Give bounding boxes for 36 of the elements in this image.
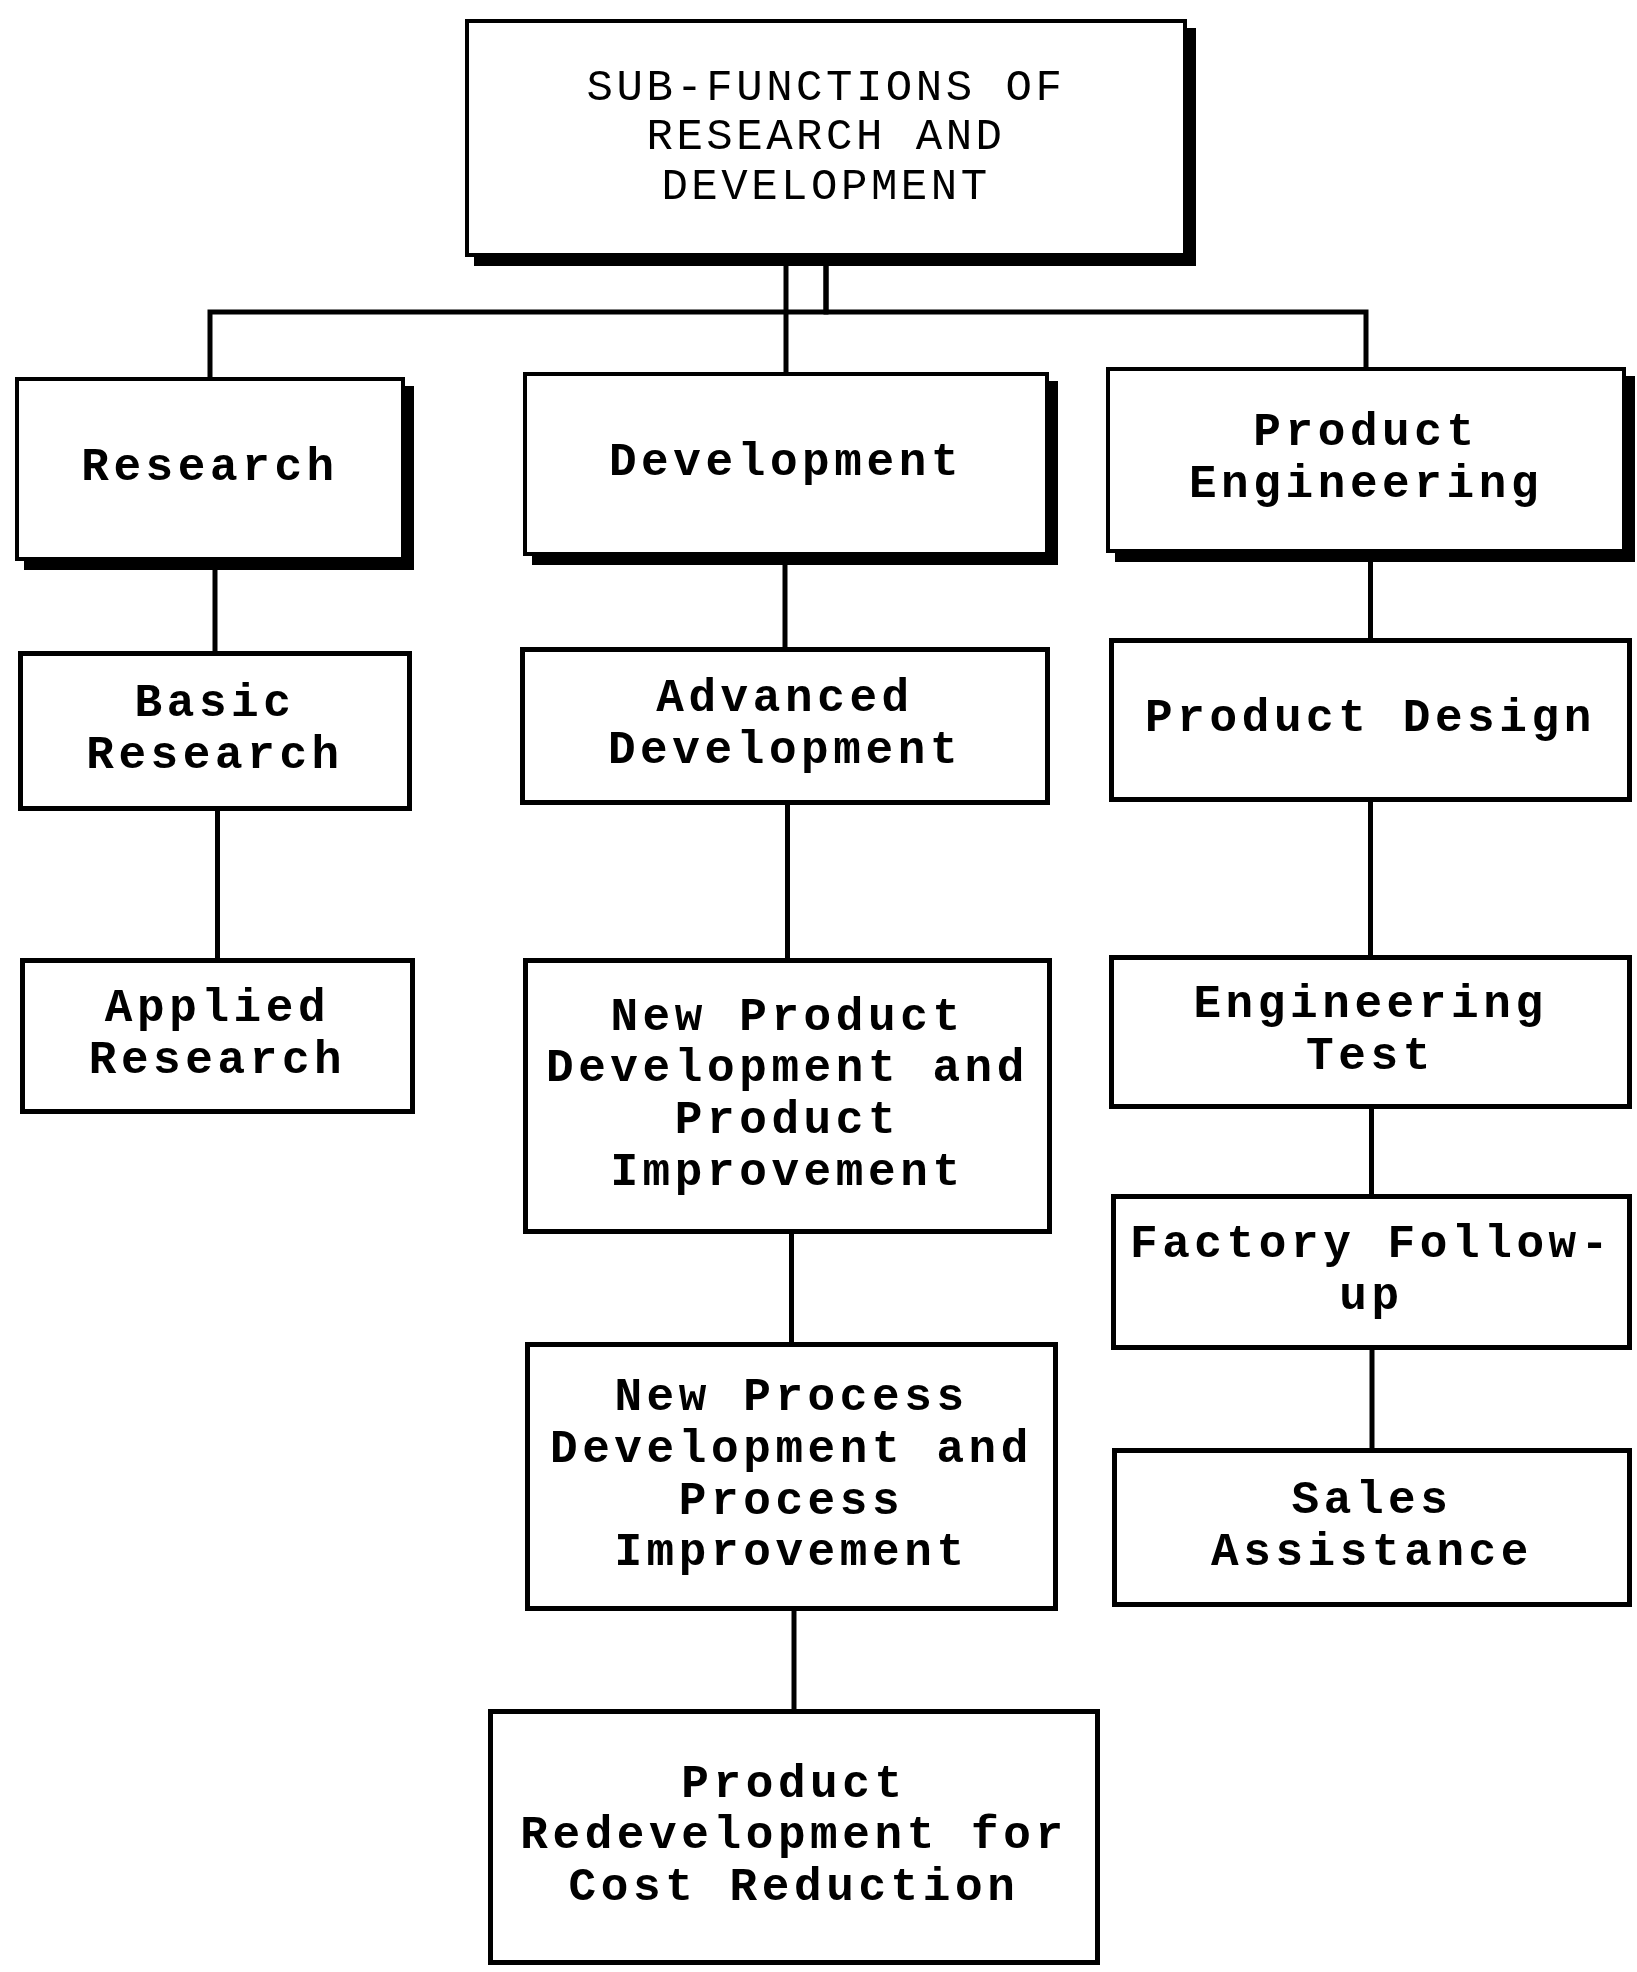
function-box	[18, 651, 412, 811]
box-label: Engineering Test	[1192, 980, 1549, 1084]
box-label: Applied Research	[87, 984, 348, 1088]
connector-line	[1369, 1109, 1374, 1194]
box-label: Development	[608, 438, 964, 490]
function-box	[488, 1709, 1100, 1965]
box-label: New Process Development and Process Improvement	[548, 1373, 1035, 1580]
function-box	[20, 958, 415, 1114]
box-label: New Product Development and Product Improvement	[544, 992, 1031, 1200]
box-label: Product Design	[1145, 694, 1596, 746]
function-box	[1109, 638, 1632, 802]
connector-line	[212, 569, 218, 651]
function-box	[523, 958, 1052, 1234]
connector-line	[1369, 1350, 1375, 1448]
box-label: Research	[81, 443, 339, 495]
function-box	[525, 1342, 1058, 1611]
connector-line	[1368, 561, 1373, 638]
function-box	[1111, 1194, 1632, 1350]
connector-line	[791, 1611, 797, 1709]
connector-line	[789, 1234, 794, 1342]
connector-line	[782, 564, 788, 647]
box-label: Basic Research	[85, 679, 345, 783]
box-label: SUB-FUNCTIONS OF RESEARCH AND DEVELOPMENT	[585, 64, 1067, 212]
box-label: Product Redevelopment for Cost Reduction	[519, 1759, 1069, 1915]
box-label: Product Engineering	[1187, 408, 1545, 512]
connector-line	[1368, 802, 1373, 955]
box-label: Factory Follow-up	[1128, 1220, 1615, 1324]
function-box	[520, 647, 1050, 805]
box-label: Sales Assistance	[1209, 1476, 1534, 1579]
connector-line	[823, 265, 1369, 367]
connector-line	[215, 811, 220, 958]
function-box	[1112, 1448, 1632, 1607]
function-box	[1109, 955, 1632, 1109]
box-label: Advanced Development	[606, 674, 964, 778]
connector-line	[785, 805, 790, 958]
connector-line	[783, 265, 789, 372]
